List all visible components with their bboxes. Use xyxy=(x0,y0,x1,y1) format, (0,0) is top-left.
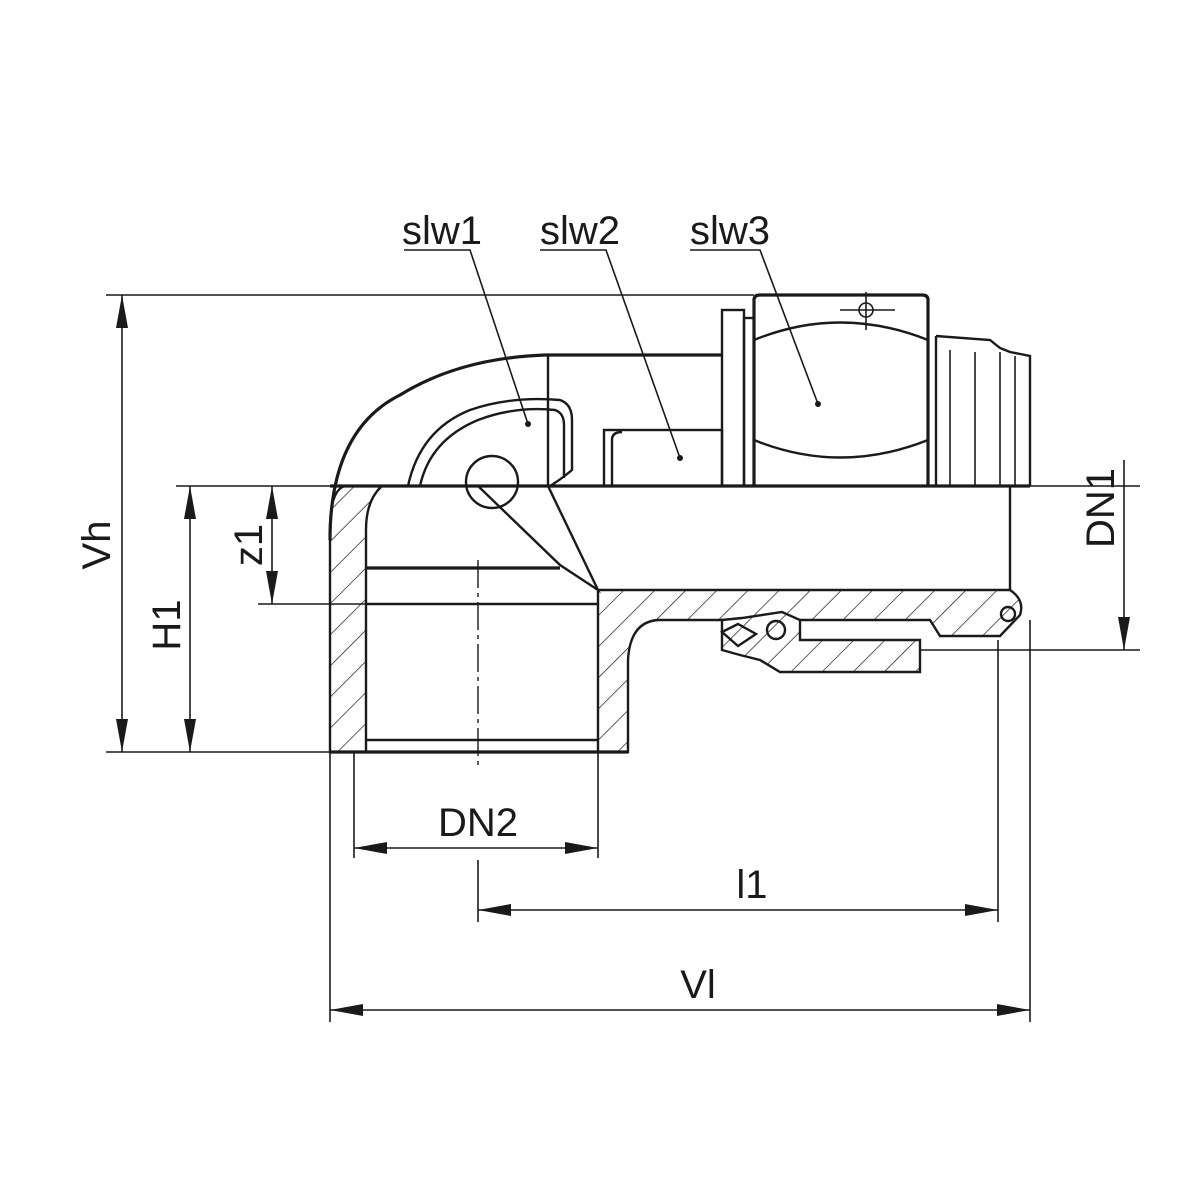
dim-vh-arrow-top xyxy=(116,295,128,328)
thread-tail-outline xyxy=(935,334,1032,486)
spigot-body xyxy=(602,428,724,488)
leader-slw2 xyxy=(540,249,681,459)
nut-section xyxy=(720,610,922,674)
nut-face-bottom xyxy=(753,438,929,459)
elbow-wall-section xyxy=(328,484,386,754)
dim-l1-arrow-right xyxy=(965,904,998,916)
label-dn2: DN2 xyxy=(438,801,518,845)
dim-z1-arrow-top xyxy=(266,486,278,519)
bevel-transition xyxy=(475,484,601,594)
leader-slw1-dot xyxy=(525,421,531,427)
label-z1: z1 xyxy=(227,524,271,566)
label-slw2: slw2 xyxy=(540,209,620,253)
elbow-body xyxy=(328,353,722,541)
dim-h1-arrow-bottom xyxy=(184,719,196,752)
dim-dn2-arrow-right xyxy=(565,842,598,854)
nut-outline xyxy=(752,293,930,486)
dim-dn2-arrow-left xyxy=(354,842,387,854)
spigot-edge xyxy=(610,430,623,486)
dim-z1-arrow-bottom xyxy=(266,571,278,604)
nut-face-top xyxy=(753,321,929,342)
elbow-bore-circle xyxy=(464,454,520,510)
dimensions xyxy=(106,294,1140,1022)
label-vl: Vl xyxy=(680,963,716,1007)
label-h1: H1 xyxy=(145,599,189,650)
label-l1: l1 xyxy=(736,863,767,907)
label-slw3: slw3 xyxy=(690,209,770,253)
dim-l1-arrow-left xyxy=(478,904,511,916)
leader-slw3 xyxy=(690,249,819,405)
elbow-inner-curve xyxy=(406,397,574,488)
labels: slw1 slw2 slw3 Vh H1 z1 DN1 DN2 l1 Vl xyxy=(75,209,1123,1007)
pipe-wall-section xyxy=(596,588,1023,754)
leaders xyxy=(404,249,821,461)
seal-details xyxy=(719,605,1017,648)
socket-dn2 xyxy=(330,560,628,770)
elbow-outer-curve xyxy=(328,353,722,541)
elbow-inner-curve-2 xyxy=(418,407,566,487)
dim-vl-arrow-left xyxy=(330,1004,363,1016)
label-slw1: slw1 xyxy=(402,209,482,253)
hatched-section xyxy=(328,484,1023,754)
label-dn1: DN1 xyxy=(1079,468,1123,548)
dim-vh-arrow-bottom xyxy=(116,719,128,752)
o-ring-1 xyxy=(765,619,787,641)
label-vh: Vh xyxy=(75,521,119,570)
o-ring-2 xyxy=(999,605,1017,623)
dim-dn1-arrow xyxy=(1118,617,1130,650)
nut-mark-circle xyxy=(858,302,874,318)
leader-slw2-dot xyxy=(677,455,683,461)
hex-nut xyxy=(720,292,1032,488)
dim-vl-arrow-right xyxy=(997,1004,1030,1016)
leader-slw1 xyxy=(404,249,529,425)
dim-h1-arrow-top xyxy=(184,486,196,519)
grip-ring xyxy=(719,622,759,648)
leader-slw3-dot xyxy=(815,401,821,407)
nut-washer xyxy=(720,308,746,488)
